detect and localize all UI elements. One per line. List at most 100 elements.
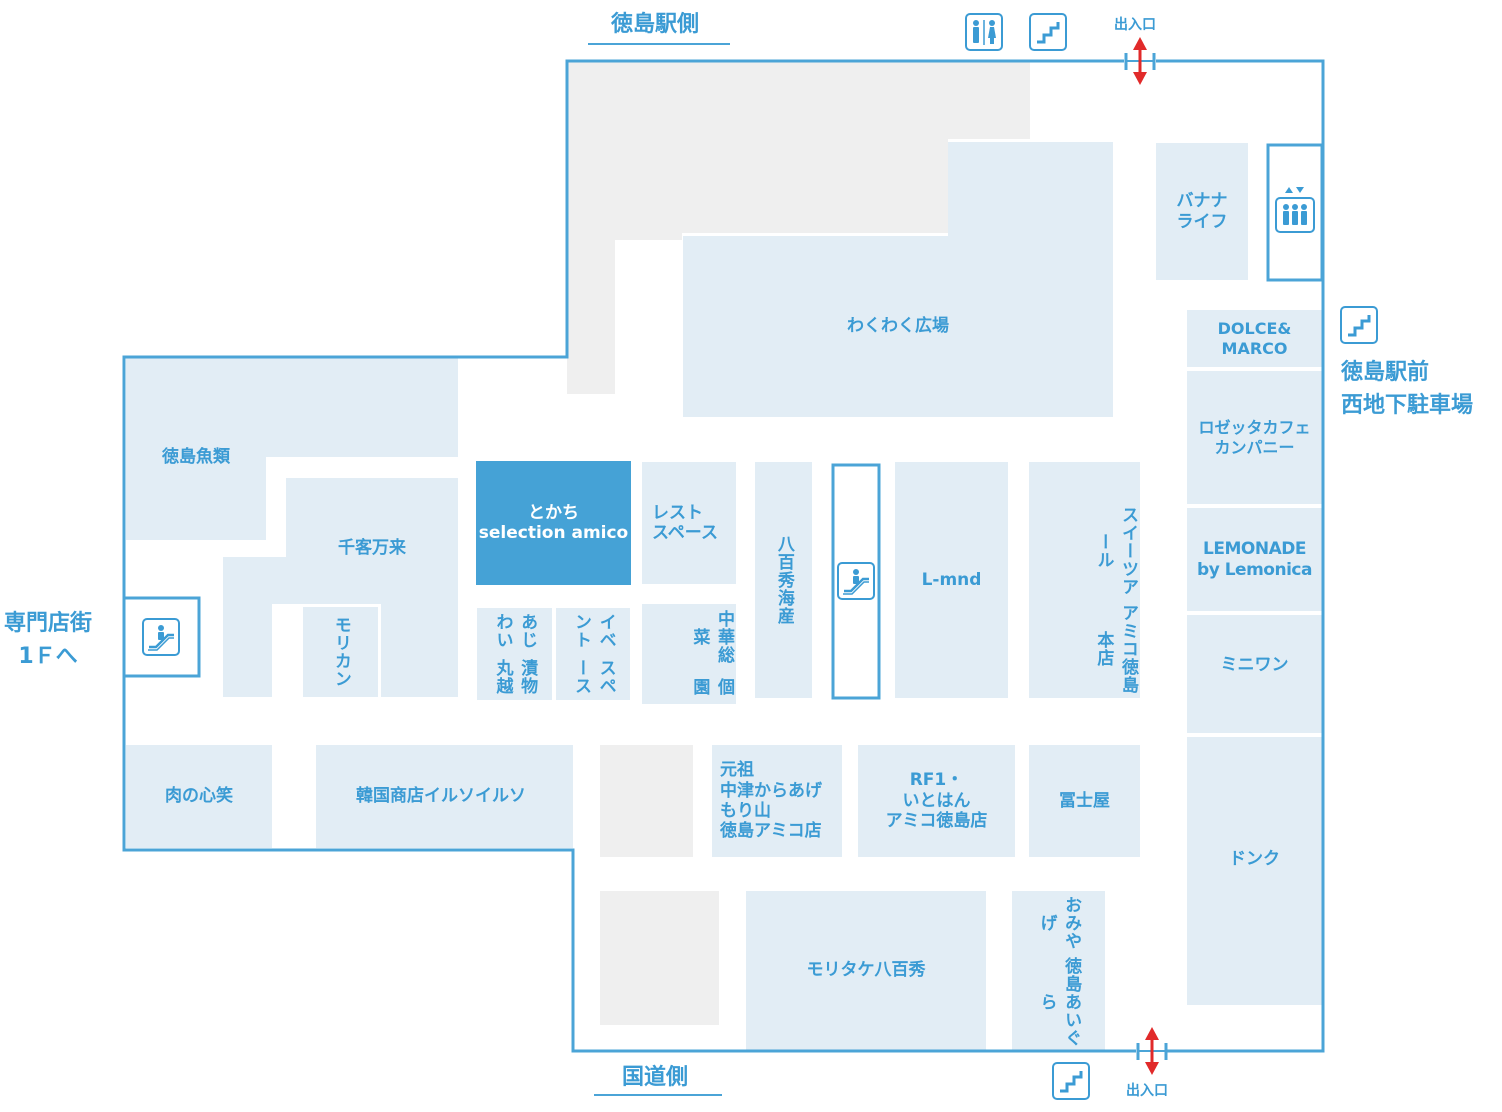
shop-block-donk bbox=[1187, 737, 1322, 1005]
stairs-icon[interactable] bbox=[1340, 306, 1378, 344]
shop-block-chuka bbox=[642, 604, 736, 704]
shop-block-senkyaku-banrai bbox=[223, 478, 458, 697]
shop-block-niku bbox=[126, 745, 272, 848]
entrance-bottom-marker bbox=[1136, 1027, 1168, 1075]
stairs-icon[interactable] bbox=[1052, 1062, 1090, 1100]
shop-yaohide-kaisan[interactable]: 八百秀海産 bbox=[773, 535, 794, 625]
shop-block-wakuwaku bbox=[683, 142, 1113, 417]
shop-block-rosetta bbox=[1187, 371, 1322, 504]
shop-omiyage[interactable]: おみやげ 徳島あいぐら bbox=[1012, 891, 1105, 1050]
shop-block-tokushima-gyorui bbox=[126, 358, 458, 540]
shop-lemonade-line1: LEMONADE bbox=[1203, 539, 1306, 560]
shop-chuka[interactable]: 中華総菜 個園 bbox=[642, 604, 736, 704]
top-side-label: 徳島駅側 bbox=[611, 12, 700, 37]
shop-moritake[interactable]: モリタケ八百秀 bbox=[806, 960, 926, 981]
shop-block-banana-life bbox=[1156, 143, 1248, 280]
shop-block-event-space bbox=[556, 608, 630, 700]
shop-tokachi-line2: selection amico bbox=[478, 523, 629, 543]
shop-event-space-line1: イベント bbox=[571, 613, 616, 649]
shop-rf1[interactable]: RF1・ いとはん アミコ徳島店 bbox=[858, 745, 1015, 857]
shop-block-sweets-r bbox=[1029, 462, 1140, 698]
entrance-top-marker bbox=[1124, 37, 1156, 85]
shop-l-mnd[interactable]: L-mnd bbox=[921, 569, 982, 590]
shop-rest-space-line1: レスト bbox=[652, 502, 703, 523]
shop-ajiwai[interactable]: あじわい 漬物丸越 bbox=[477, 608, 552, 700]
shop-morikan[interactable]: モリカン bbox=[330, 616, 351, 688]
shop-sweets-r-line2: アミコ徳島本店 bbox=[1093, 604, 1138, 694]
shop-rf1-line3: アミコ徳島店 bbox=[885, 811, 988, 832]
elevator-icon[interactable] bbox=[1275, 187, 1315, 233]
shop-rest-space[interactable]: レスト スペース bbox=[642, 462, 736, 584]
shop-block-miniwan bbox=[1187, 615, 1322, 733]
shop-fujiya[interactable]: 冨士屋 bbox=[1059, 790, 1110, 811]
specialty-street-line2: 1Ｆへ bbox=[18, 644, 78, 669]
entrance-bottom-label: 出入口 bbox=[1126, 1083, 1168, 1099]
shop-sweets-r-line1: スイーツアール bbox=[1093, 506, 1138, 596]
shop-block-morikan bbox=[303, 607, 378, 697]
shop-lemonade[interactable]: LEMONADE by Lemonica bbox=[1187, 508, 1322, 611]
entrance-top-label: 出入口 bbox=[1114, 17, 1156, 33]
shop-block-fujiya bbox=[1029, 745, 1140, 857]
shop-rf1-line2: いとはん bbox=[902, 790, 971, 811]
shop-miniwan[interactable]: ミニワン bbox=[1220, 654, 1289, 675]
shop-lemonade-line2: by Lemonica bbox=[1197, 559, 1312, 580]
shop-block-lemonade bbox=[1187, 508, 1322, 611]
shop-ganso-line2: 中津からあげ bbox=[720, 780, 822, 801]
restroom-icon[interactable] bbox=[965, 13, 1003, 51]
parking-label: 徳島駅前 西地下駐車場 bbox=[1341, 356, 1473, 422]
shop-kankoku[interactable]: 韓国商店イルソイルソ bbox=[356, 786, 526, 807]
escalator-icon[interactable] bbox=[142, 618, 180, 656]
outer-wall bbox=[122, 59, 1325, 1053]
shop-wakuwaku[interactable]: わくわく広場 bbox=[847, 316, 949, 337]
shop-block-ajiwai bbox=[477, 608, 552, 700]
shop-banana-life-line2: ライフ bbox=[1176, 211, 1228, 232]
shop-ganso[interactable]: 元祖 中津からあげ もり山 徳島アミコ店 bbox=[712, 745, 842, 857]
shop-rf1-line1: RF1・ bbox=[909, 770, 964, 791]
parking-label-line2: 西地下駐車場 bbox=[1341, 393, 1474, 418]
shop-omiyage-line2: 徳島あいぐら bbox=[1036, 957, 1082, 1048]
shop-rosetta-line2: カンパニー bbox=[1214, 437, 1295, 457]
shop-rosetta[interactable]: ロゼッタカフェ カンパニー bbox=[1187, 371, 1322, 504]
service-area bbox=[567, 62, 1030, 394]
specialty-street-link[interactable]: 専門店街 1Ｆへ bbox=[4, 607, 92, 673]
shop-donk[interactable]: ドンク bbox=[1229, 849, 1280, 870]
shop-tokachi[interactable]: とかち selection amico bbox=[476, 461, 631, 585]
shop-dolce-marco[interactable]: DOLCE& MARCO bbox=[1187, 310, 1322, 367]
shop-rosetta-line1: ロゼッタカフェ bbox=[1198, 418, 1311, 438]
shop-ajiwai-line2: 漬物丸越 bbox=[492, 659, 538, 695]
shop-dolce-marco-line2: MARCO bbox=[1221, 338, 1288, 358]
shop-sweets-r[interactable]: スイーツアール アミコ徳島本店 bbox=[1029, 462, 1140, 698]
stairs-icon[interactable] bbox=[1029, 13, 1067, 51]
shop-tokushima-gyorui[interactable]: 徳島魚類 bbox=[162, 447, 230, 468]
shop-block-omiyage bbox=[1012, 891, 1105, 1050]
shop-chuka-line1: 中華総菜 bbox=[689, 610, 734, 665]
shop-banana-life-line1: バナナ bbox=[1176, 191, 1228, 212]
parking-label-line1: 徳島駅前 bbox=[1341, 360, 1430, 385]
shop-rest-space-line2: スペース bbox=[652, 523, 718, 543]
shop-senkyaku-banrai[interactable]: 千客万来 bbox=[338, 537, 406, 558]
shop-banana-life[interactable]: バナナ ライフ bbox=[1156, 143, 1248, 280]
shop-block-dolce-marco bbox=[1187, 310, 1322, 367]
shop-event-space[interactable]: イベント スペース bbox=[556, 608, 630, 700]
shop-chuka-line2: 個園 bbox=[689, 678, 734, 697]
shop-block-rest-space bbox=[642, 462, 736, 584]
shop-ganso-line1: 元祖 bbox=[720, 760, 754, 781]
shop-ajiwai-line1: あじわい bbox=[492, 613, 538, 649]
shop-block-tokachi bbox=[476, 461, 631, 585]
shop-niku[interactable]: 肉の心笑 bbox=[165, 786, 233, 807]
shop-omiyage-line1: おみやげ bbox=[1036, 895, 1082, 950]
specialty-street-line1: 専門店街 bbox=[4, 611, 93, 636]
shop-block-rf1 bbox=[858, 745, 1015, 857]
shop-block-ganso bbox=[712, 745, 842, 857]
shop-ganso-line4: 徳島アミコ店 bbox=[720, 821, 822, 842]
bottom-side-label: 国道側 bbox=[622, 1065, 689, 1090]
shop-block-kankoku bbox=[316, 745, 573, 848]
shop-dolce-marco-line1: DOLCE& bbox=[1217, 319, 1292, 339]
escalator-icon[interactable] bbox=[837, 562, 875, 600]
gray-block-1 bbox=[600, 745, 693, 857]
shop-tokachi-line1: とかち bbox=[528, 502, 579, 523]
shop-event-space-line2: スペース bbox=[571, 659, 616, 695]
shop-block-l-mnd bbox=[895, 462, 1008, 698]
gray-block-2 bbox=[600, 891, 719, 1025]
